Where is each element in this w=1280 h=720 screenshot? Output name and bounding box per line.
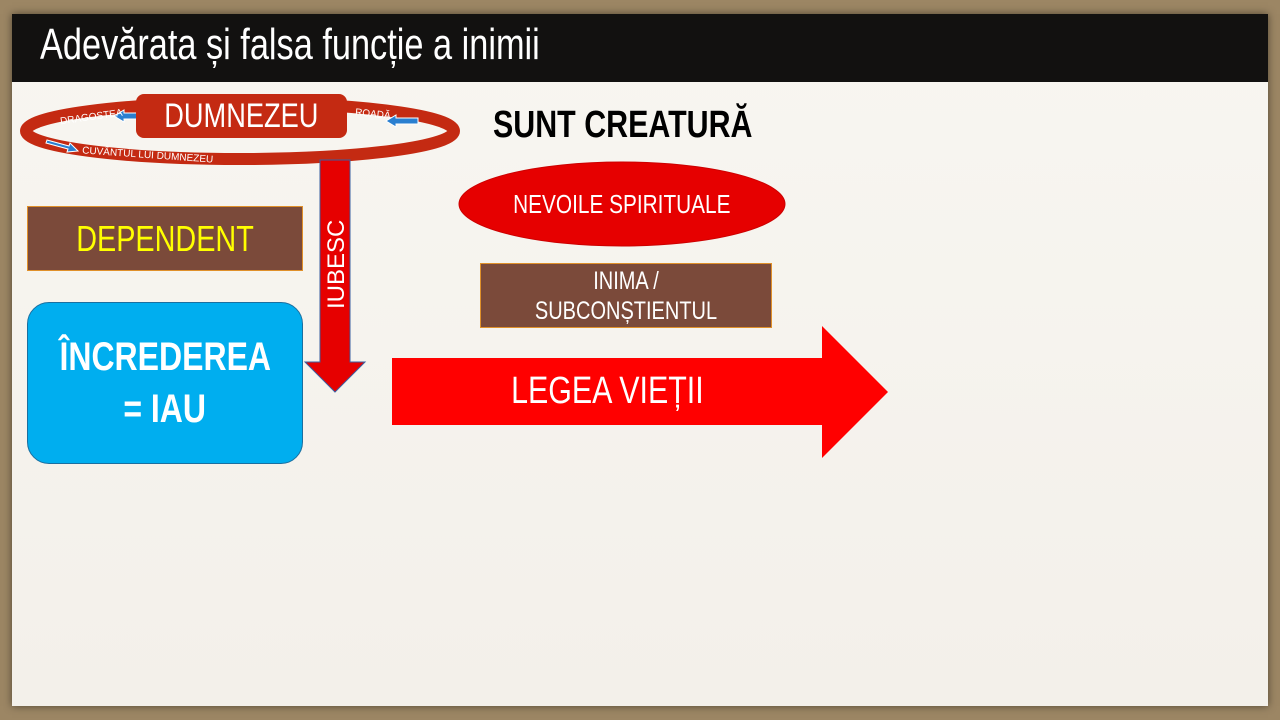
slide-title: Adevărata și falsa funcție a inimii: [40, 20, 540, 69]
dependent-box: DEPENDENT: [27, 206, 303, 271]
heart-box: INIMA / SUBCONȘTIENTUL: [480, 263, 772, 328]
trust-line2: = IAU: [123, 387, 207, 431]
law-arrow: [392, 326, 888, 458]
needs-ellipse: [458, 161, 786, 247]
creature-heading: SUNT CREATURĂ: [493, 104, 753, 146]
trust-box: ÎNCREDEREA = IAU: [27, 302, 303, 464]
god-box: DUMNEZEU: [136, 94, 347, 138]
title-bar: [12, 14, 1268, 82]
love-arrow-label: IUBESC: [323, 219, 350, 309]
trust-line1: ÎNCREDEREA: [59, 335, 271, 379]
down-arrow: [303, 159, 367, 393]
needs-label: NEVOILE SPIRITUALE: [513, 188, 731, 219]
law-of-life-label: LEGEA VIEȚII: [510, 370, 704, 412]
god-label: DUMNEZEU: [164, 96, 319, 135]
